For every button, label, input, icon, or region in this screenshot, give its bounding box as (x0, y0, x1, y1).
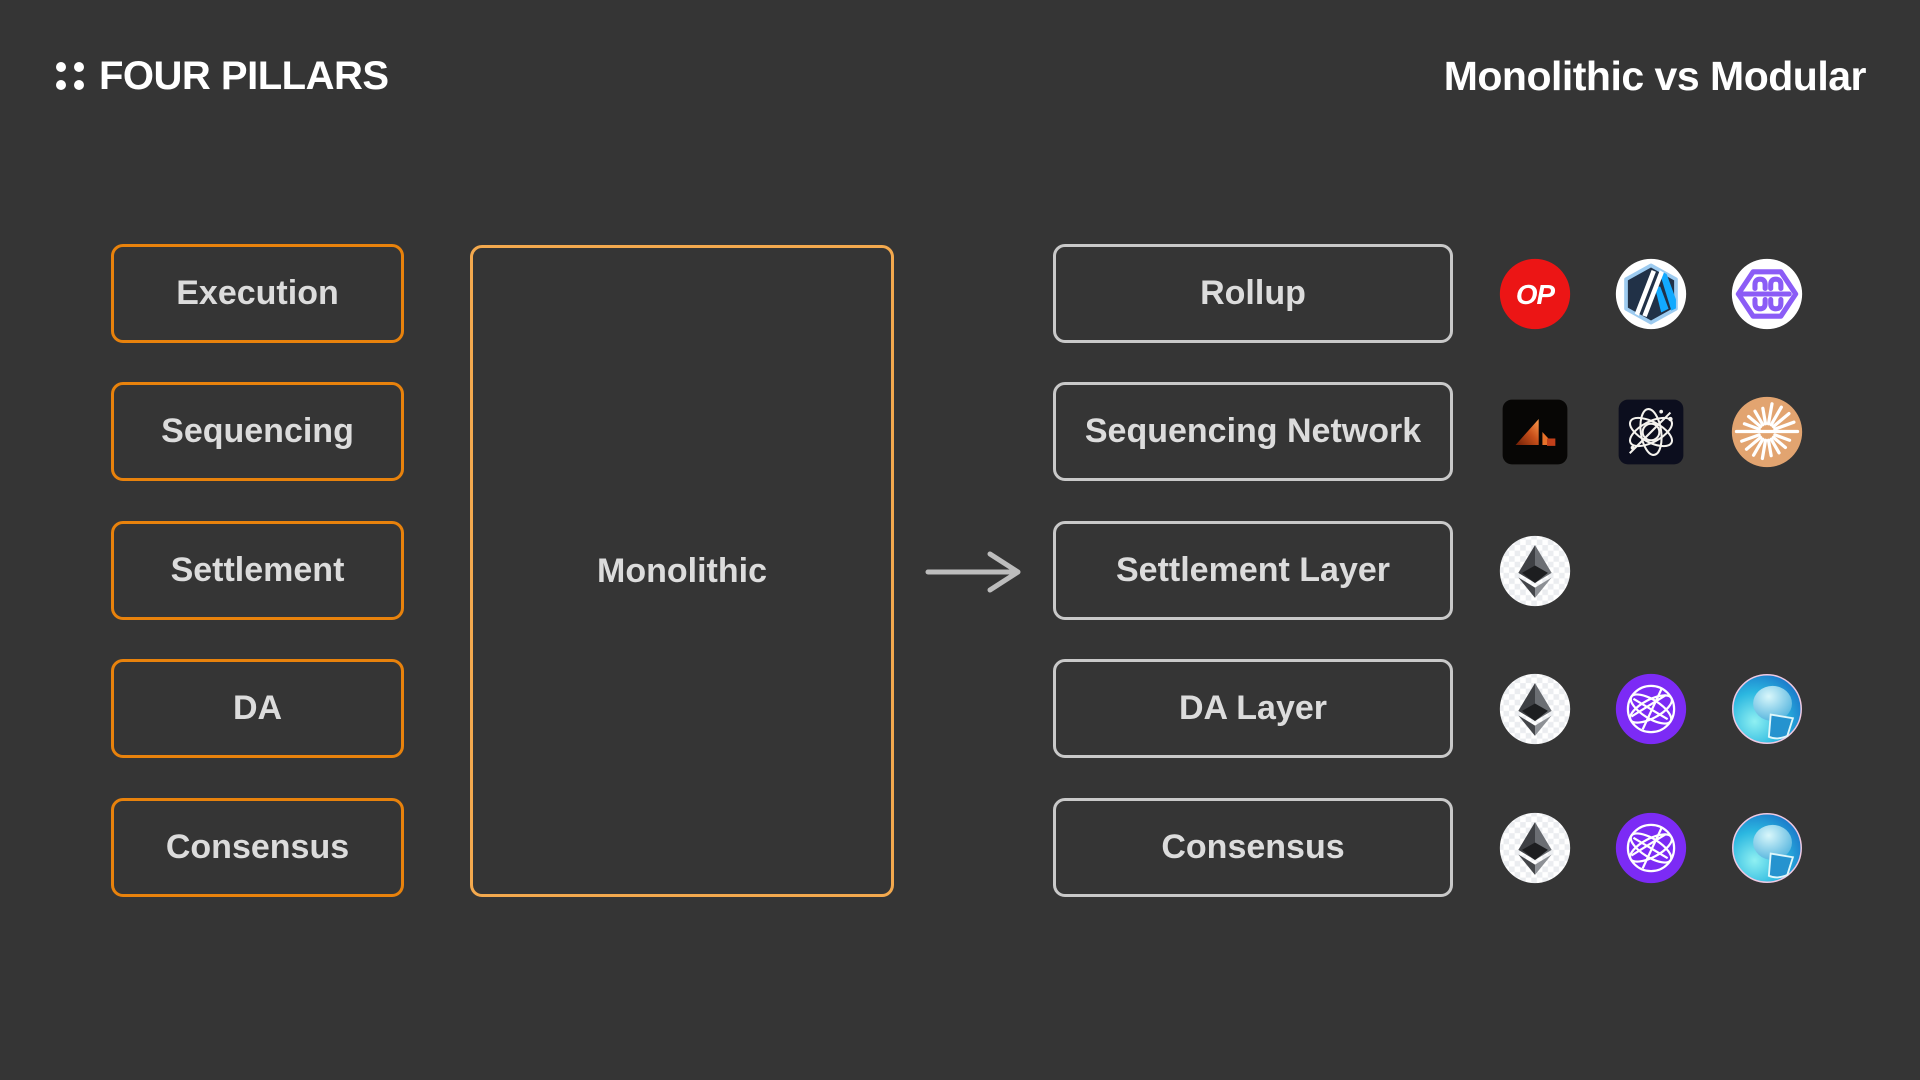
logo-strip-da-layer (1498, 659, 1804, 758)
ethereum-icon (1498, 534, 1572, 608)
avail-icon (1730, 672, 1804, 746)
arbitrum-icon (1614, 257, 1688, 331)
modular-label: Settlement Layer (1116, 551, 1390, 589)
celestia-icon (1614, 672, 1688, 746)
optimism-icon (1498, 257, 1572, 331)
modular-box-rollup: Rollup (1053, 244, 1453, 343)
pillar-box-sequencing: Sequencing (111, 382, 404, 481)
pillar-label: Consensus (165, 828, 350, 866)
brand: FOUR PILLARS (56, 48, 389, 104)
pillar-box-da: DA (111, 659, 404, 758)
modular-box-settlement-layer: Settlement Layer (1053, 521, 1453, 620)
pillar-label: Sequencing (161, 412, 354, 450)
logo-strip-rollup (1498, 244, 1804, 343)
astria-icon (1498, 395, 1572, 469)
pillar-box-consensus: Consensus (111, 798, 404, 897)
modular-label: Rollup (1200, 274, 1306, 312)
radius-icon (1730, 395, 1804, 469)
monolithic-label: Monolithic (597, 551, 767, 590)
modular-label: DA Layer (1178, 689, 1328, 727)
logo-strip-consensus (1498, 798, 1804, 897)
pillar-label: Execution (176, 274, 339, 312)
hex88-icon (1730, 257, 1804, 331)
pillar-label: DA (232, 689, 283, 727)
modular-label: Sequencing Network (1084, 412, 1422, 450)
ethereum-icon (1498, 672, 1572, 746)
page-title: Monolithic vs Modular (1443, 52, 1867, 99)
modular-box-da-layer: DA Layer (1053, 659, 1453, 758)
pillar-box-execution: Execution (111, 244, 404, 343)
modular-box-consensus: Consensus (1053, 798, 1453, 897)
logo-strip-sequencing-network (1498, 382, 1804, 481)
arrow-right-icon (925, 551, 1021, 593)
modular-label: Consensus (1161, 828, 1345, 866)
logo-strip-settlement-layer (1498, 521, 1572, 620)
avail-icon (1730, 811, 1804, 885)
pillar-label: Settlement (170, 551, 345, 589)
monolithic-box: Monolithic (470, 245, 894, 897)
celestia-icon (1614, 811, 1688, 885)
ethereum-icon (1498, 811, 1572, 885)
pillar-box-settlement: Settlement (111, 521, 404, 620)
modular-box-sequencing-network: Sequencing Network (1053, 382, 1453, 481)
four-pillars-logo-icon (56, 62, 84, 90)
espresso-icon (1614, 395, 1688, 469)
brand-text: FOUR PILLARS (99, 53, 389, 98)
